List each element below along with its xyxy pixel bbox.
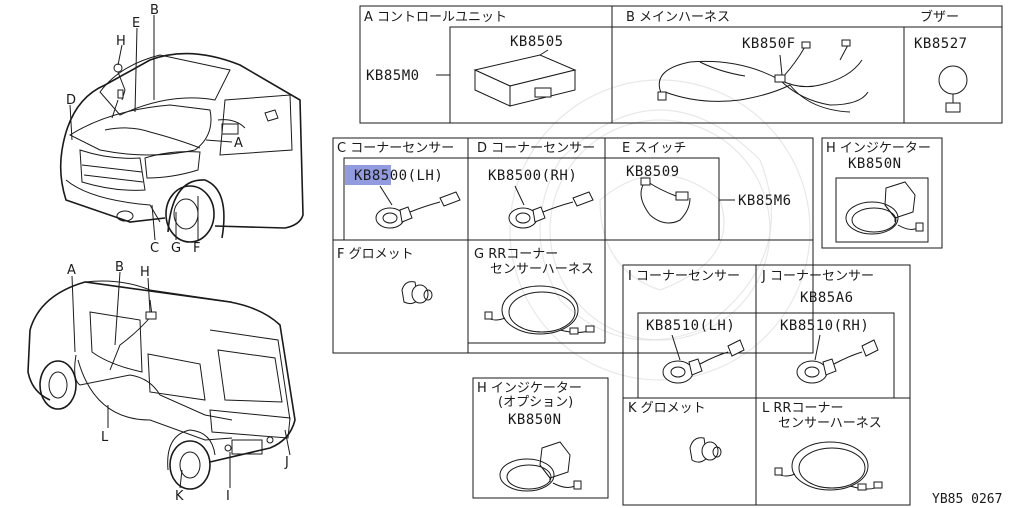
watermark bbox=[509, 79, 811, 381]
section-buzzer-title: ブザー bbox=[920, 9, 959, 25]
section-h-opt-title: H インジケーター bbox=[477, 381, 582, 396]
front-label-a: A bbox=[234, 136, 243, 151]
indicator-option-drawing bbox=[499, 441, 582, 492]
section-a-title: A コントロールユニット bbox=[364, 10, 507, 25]
section-g-title: G RRコーナー bbox=[474, 247, 558, 262]
front-label-d: D bbox=[66, 93, 76, 108]
corner-sensor-i-drawing bbox=[662, 334, 745, 384]
section-d-title: D コーナーセンサー bbox=[477, 141, 595, 156]
h-opt-part-code: KB850N bbox=[508, 412, 562, 428]
rear-label-a: A bbox=[67, 263, 76, 278]
grommet-k-drawing bbox=[689, 437, 722, 463]
e-part-code: KB8509 bbox=[626, 164, 680, 180]
front-label-e: E bbox=[132, 16, 140, 31]
highlight-selected-part bbox=[345, 165, 391, 185]
rr-corner-harness-l-drawing bbox=[774, 441, 883, 491]
section-l-title: L RRコーナー bbox=[762, 401, 843, 416]
indicator-top-drawing bbox=[845, 181, 924, 235]
box-bottom-right: I コーナーセンサー J コーナーセンサー KB85A6 KB8510(LH) … bbox=[622, 264, 911, 506]
switch-drawing bbox=[640, 177, 691, 224]
corner-sensor-j-drawing bbox=[796, 334, 879, 384]
rear-label-l: L bbox=[101, 430, 109, 445]
j-set-code: KB85A6 bbox=[800, 290, 854, 306]
grommet-drawing bbox=[401, 281, 433, 305]
buzzer-part-code: KB8527 bbox=[914, 36, 968, 52]
front-label-g: G bbox=[171, 241, 181, 256]
front-label-h: H bbox=[116, 34, 126, 49]
d-part-code: KB8500(RH) bbox=[488, 168, 577, 184]
front-label-b: B bbox=[150, 3, 159, 18]
box-middle-group: C コーナーセンサー D コーナーセンサー E スイッチ KB8500(LH) … bbox=[332, 137, 814, 354]
rear-label-k: K bbox=[175, 489, 184, 504]
h-top-part-code: KB850N bbox=[848, 156, 902, 172]
j-part-code: KB8510(RH) bbox=[780, 318, 869, 334]
section-j-title: J コーナーセンサー bbox=[761, 269, 874, 284]
front-label-c: C bbox=[150, 241, 159, 256]
section-c-title: C コーナーセンサー bbox=[337, 141, 454, 156]
rear-label-j: J bbox=[284, 455, 289, 470]
buzzer-drawing bbox=[938, 65, 968, 113]
section-g-title2: センサーハーネス bbox=[490, 262, 594, 277]
corner-sensor-lh-drawing bbox=[375, 185, 461, 229]
corner-sensor-rh-drawing bbox=[508, 185, 594, 229]
e-set-code: KB85M6 bbox=[738, 193, 792, 209]
section-h-opt-title2: (オプション) bbox=[498, 395, 573, 410]
box-indicator-option: H インジケーター (オプション) KB850N bbox=[472, 377, 609, 499]
b-part-code: KB850F bbox=[742, 36, 796, 52]
section-e-title: E スイッチ bbox=[622, 141, 686, 156]
main-harness-drawing bbox=[657, 39, 869, 113]
a-part-code: KB8505 bbox=[510, 34, 564, 50]
section-k-title: K グロメット bbox=[628, 401, 706, 416]
i-part-code: KB8510(LH) bbox=[646, 318, 735, 334]
car-front-illustration bbox=[59, 15, 304, 243]
front-label-f: F bbox=[193, 241, 200, 256]
car-front-labels: B E H D A C G F bbox=[66, 3, 243, 256]
a-set-code: KB85M0 bbox=[366, 68, 420, 84]
diagram-reference: YB85 0267 bbox=[932, 492, 1002, 507]
rear-label-b: B bbox=[115, 260, 124, 275]
car-rear-labels: A B H L K I J bbox=[67, 260, 289, 504]
section-h-top-title: H インジケーター bbox=[826, 141, 931, 156]
c-part-code: KB8500(LH) bbox=[354, 168, 443, 184]
rear-label-h: H bbox=[140, 265, 150, 280]
box-top-group: A コントロールユニット B メインハーネス ブザー KB85M0 KB8505… bbox=[359, 5, 1003, 124]
section-l-title2: センサーハーネス bbox=[778, 416, 882, 431]
section-i-title: I コーナーセンサー bbox=[628, 269, 740, 284]
section-f-title: F グロメット bbox=[337, 247, 414, 262]
rr-corner-harness-drawing bbox=[484, 285, 595, 335]
rear-label-i: I bbox=[226, 489, 230, 504]
box-indicator-top: H インジケーター KB850N bbox=[821, 137, 943, 249]
section-b-title: B メインハーネス bbox=[626, 10, 730, 25]
car-rear-illustration bbox=[27, 271, 296, 490]
control-unit-drawing bbox=[473, 49, 577, 107]
